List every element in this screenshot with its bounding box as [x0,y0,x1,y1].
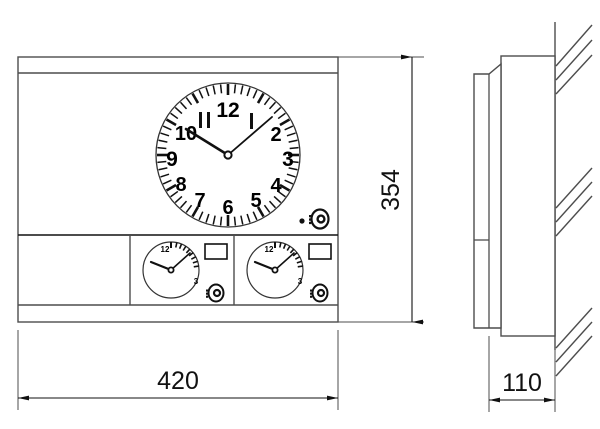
clock-numeral-12: 12 [216,99,239,122]
sub-dial-left-numeral-12: 12 [161,245,170,254]
front-view: 12 1 2 3 4 5 6 7 8 9 10 [17,56,339,323]
sub-dial-right-ticks [274,242,303,268]
sub-dial-left-ticks [170,242,199,268]
clock-minute-hand [227,116,273,156]
display-window-right[interactable] [308,243,332,260]
clock-hour-hand [184,127,230,157]
clock-numeral-5: 5 [250,190,261,212]
dim-label-420: 420 [157,367,199,395]
clock-numeral-6: 6 [222,197,233,219]
dim-label-354: 354 [377,169,405,211]
clock-hands [184,116,273,160]
clock-numeral-9: 9 [166,148,178,171]
dim-label-110: 110 [502,369,542,397]
side-body-block [500,55,556,337]
clock-numeral-3: 3 [282,148,294,171]
sub-dial-left-hub [167,266,175,274]
adjust-knob-main[interactable] [309,208,330,230]
clock-numeral-4: 4 [270,175,282,197]
adjust-knob-right[interactable] [310,283,329,303]
sub-dial-right-hour-hand [253,260,277,272]
sub-dial-left-numeral-3: 3 [194,277,199,286]
dimension-depth-110: 110 [488,336,556,412]
clock-numeral-10: 10 [175,123,197,145]
sub-dial-right-numeral-3: 3 [298,277,303,286]
clock-numeral-2: 2 [270,124,281,146]
clock-numeral-11-bars [199,112,210,128]
sub-dial-right-hub [271,266,279,274]
clock-minute-ticks [157,84,299,226]
sub-dial-right-minute-hand [274,252,295,271]
dimension-height-354: 354 [338,54,424,325]
wall-hatch-group-1 [555,24,593,95]
clock-numeral-1-bar [250,113,253,129]
sub-dial-left: 12 3 [142,241,200,299]
main-clock-face: 12 1 2 3 4 5 6 7 8 9 10 [155,82,301,228]
indicator-dot[interactable] [299,218,305,224]
wall-hatch-group-2 [555,167,593,237]
clock-numeral-8: 8 [175,174,186,196]
sub-dial-right: 12 3 [246,241,304,299]
clock-center-hub [223,150,233,160]
clock-numeral-7: 7 [194,190,205,212]
wall-hatch-group-3 [555,307,593,377]
sub-dial-right-numeral-12: 12 [265,245,274,254]
sub-dial-left-minute-hand [170,252,191,271]
dimension-width-420: 420 [17,330,339,410]
sub-dial-left-hour-hand [149,260,173,272]
adjust-knob-left[interactable] [206,283,225,303]
side-view [473,22,593,377]
display-window-left[interactable] [204,243,228,260]
side-bezel-profile [473,62,502,329]
